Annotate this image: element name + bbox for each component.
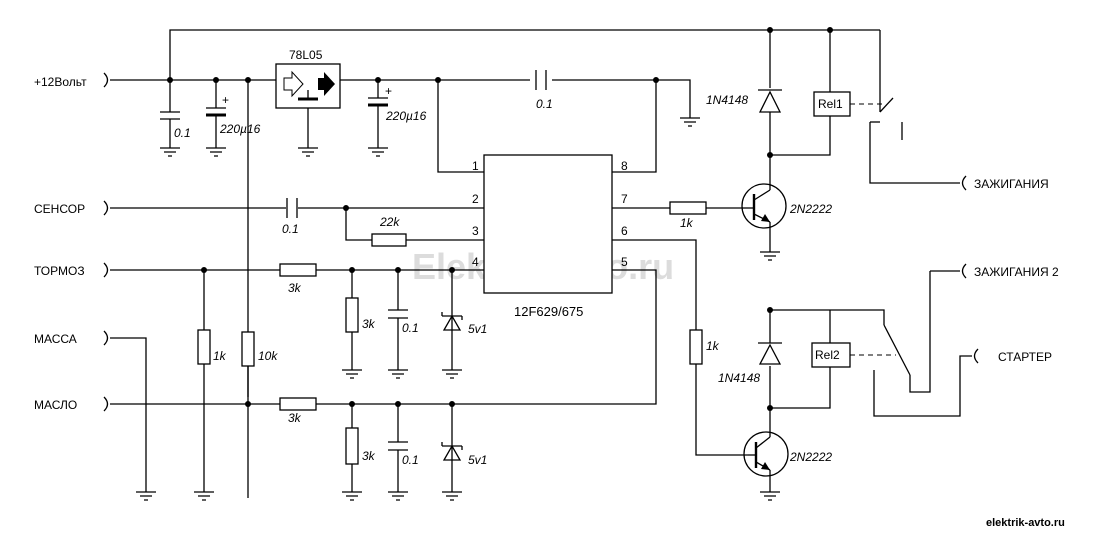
resistor-r-oil-pull: 10k xyxy=(241,331,278,367)
wires xyxy=(110,29,972,498)
capacitor-c-top-label: 0.1 xyxy=(536,97,553,111)
site-label: elektrik-avto.ru xyxy=(986,517,1065,529)
resistor-r-ground-pull: 1k xyxy=(197,329,227,365)
pin-4-label: 4 xyxy=(472,255,479,269)
terminal-brake: ТОРМОЗ xyxy=(34,262,109,278)
zener-z-oil: 5v1 xyxy=(441,442,487,467)
resistor-r-oil-shunt-label: 3k xyxy=(362,449,376,463)
terminal-sensor-label: СЕНСОР xyxy=(34,202,85,216)
site-label-background xyxy=(982,514,1094,530)
capacitor-c-out-polarity: + xyxy=(385,84,392,98)
relay-k1-label: Rel1 xyxy=(818,97,843,111)
capacitor-c-out-electrolytic: + 220µ16 xyxy=(368,84,427,148)
resistor-r-oil-pull-label: 10k xyxy=(258,349,278,363)
pin-1-label: 1 xyxy=(472,159,479,173)
terminal-sensor: СЕНСОР xyxy=(34,200,109,216)
terminal-ignition: ЗАЖИГАНИЯ xyxy=(961,175,1049,191)
relay-k2-label: Rel2 xyxy=(815,348,840,362)
terminal-oil: МАСЛО xyxy=(34,396,109,412)
resistor-r-sensor-label: 22k xyxy=(379,215,400,229)
terminal-ground: МАССА xyxy=(34,330,109,346)
capacitor-c-sensor-label: 0.1 xyxy=(282,222,299,236)
resistor-r-brake-series-label: 3k xyxy=(288,281,302,295)
microcontroller-label: 12F629/675 xyxy=(514,304,583,319)
resistor-r-q2-base-label: 1k xyxy=(706,339,720,353)
capacitor-c-brake-label: 0.1 xyxy=(402,321,419,335)
pin-7-label: 7 xyxy=(621,192,628,206)
terminal-brake-label: ТОРМОЗ xyxy=(34,264,85,278)
capacitor-c-oil-label: 0.1 xyxy=(402,453,419,467)
resistor-r-sensor: 22k xyxy=(371,215,407,247)
resistor-r-q1-base-label: 1k xyxy=(680,216,694,230)
resistor-r-q1-base: 1k xyxy=(669,201,707,230)
resistor-r-oil-shunt: 3k xyxy=(345,427,376,465)
pin-2-label: 2 xyxy=(472,192,479,206)
resistor-r-brake-shunt-label: 3k xyxy=(362,317,376,331)
diode-d1-label: 1N4148 xyxy=(706,93,748,107)
pin-5-label: 5 xyxy=(621,255,628,269)
pin-8-label: 8 xyxy=(621,159,628,173)
pin-6-label: 6 xyxy=(621,224,628,238)
transistor-q1: 2N2222 xyxy=(741,183,832,229)
terminal-power-label: +12Вольт xyxy=(34,75,87,89)
diode-d2: 1N4148 xyxy=(718,342,782,385)
pin-3-label: 3 xyxy=(472,224,479,238)
terminal-ground-label: МАССА xyxy=(34,332,77,346)
resistor-r-oil-series: 3k xyxy=(279,397,317,425)
zener-z-oil-label: 5v1 xyxy=(468,453,487,467)
microcontroller: 1 2 3 4 5 6 7 8 12F629/675 xyxy=(472,154,628,319)
terminal-starter-label: СТАРТЕР xyxy=(998,350,1052,364)
capacitor-c-brake: 0.1 xyxy=(388,309,419,335)
junction-dots xyxy=(167,27,833,411)
ground-symbols xyxy=(136,117,780,501)
transistor-q2-label: 2N2222 xyxy=(789,450,832,464)
transistor-q1-label: 2N2222 xyxy=(789,202,832,216)
resistor-r-q2-base: 1k xyxy=(689,329,720,365)
terminal-ignition2: ЗАЖИГАНИЯ 2 xyxy=(961,263,1059,279)
capacitor-c-in-electrolytic: + 220µ16 xyxy=(206,93,261,148)
terminal-ignition-label: ЗАЖИГАНИЯ xyxy=(974,177,1049,191)
capacitor-c-top: 0.1 xyxy=(535,70,553,111)
terminal-ignition2-label: ЗАЖИГАНИЯ 2 xyxy=(974,265,1059,279)
capacitor-c-in-polarity: + xyxy=(222,93,229,107)
regulator-78l05: 78L05 xyxy=(275,48,341,109)
diode-d1: 1N4148 xyxy=(706,89,782,113)
resistor-r-oil-series-label: 3k xyxy=(288,411,302,425)
transistor-q2: 2N2222 xyxy=(743,431,832,477)
zener-z-brake-label: 5v1 xyxy=(468,322,487,336)
capacitor-c-in-ceramic: 0.1 xyxy=(160,111,191,148)
terminal-starter: СТАРТЕР xyxy=(973,348,1052,364)
resistor-r-brake-shunt: 3k xyxy=(345,297,376,333)
terminal-power: +12Вольт xyxy=(34,72,109,89)
zener-z-brake: 5v1 xyxy=(441,312,487,336)
relay-k2: Rel2 xyxy=(811,324,911,376)
capacitor-c-sensor: 0.1 xyxy=(282,198,299,236)
capacitor-c-in-ceramic-label: 0.1 xyxy=(174,126,191,140)
diode-d2-label: 1N4148 xyxy=(718,371,760,385)
resistor-r-ground-pull-label: 1k xyxy=(213,349,227,363)
resistor-r-brake-series: 3k xyxy=(279,263,317,295)
relay-k1: Rel1 xyxy=(813,91,894,117)
capacitor-c-in-electrolytic-label: 220µ16 xyxy=(219,122,261,136)
capacitor-c-out-electrolytic-label: 220µ16 xyxy=(385,109,427,123)
capacitor-c-oil: 0.1 xyxy=(388,441,419,467)
terminal-oil-label: МАСЛО xyxy=(34,398,77,412)
regulator-label: 78L05 xyxy=(289,48,323,62)
